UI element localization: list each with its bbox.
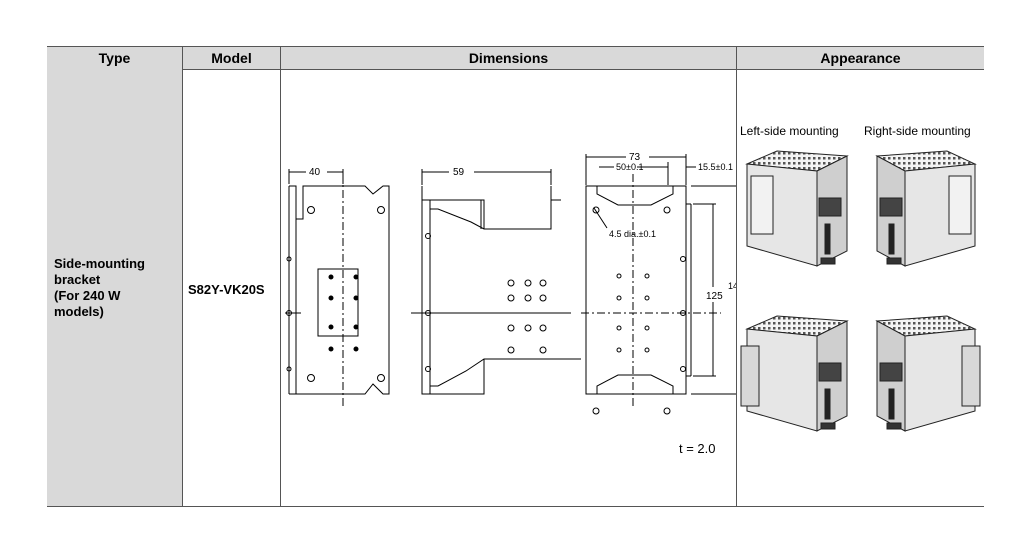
dim-label-40: 40 (309, 167, 321, 178)
appearance-label-right: Right-side mounting (864, 124, 971, 138)
type-value: Side-mounting bracket (For 240 W models) (54, 256, 145, 319)
header-appearance: Appearance (737, 46, 984, 70)
column-divider (182, 46, 183, 507)
appearance-label-left: Left-side mounting (740, 124, 839, 138)
dimensions-drawing: 40 59 73 50±0.1 15.5±0.1 4.5 dia.±0.1 12… (281, 69, 777, 506)
psu-left-mount-image (740, 315, 849, 432)
header-model: Model (183, 46, 280, 70)
psu-right-mount-image (875, 315, 981, 432)
column-divider (736, 46, 737, 507)
bracket-side-view-left (285, 174, 390, 409)
dim-label-50: 50±0.1 (616, 162, 643, 172)
bracket-back-view (581, 174, 721, 409)
dim-label-59: 59 (453, 167, 465, 178)
psu-right-mount-image (875, 150, 977, 267)
psu-left-mount-image (745, 150, 849, 267)
bracket-front-view (411, 186, 581, 395)
column-divider (280, 46, 281, 507)
appearance-images (740, 150, 981, 432)
type-cell (47, 69, 182, 506)
header-type: Type (47, 46, 182, 70)
dim-label-15-5: 15.5±0.1 (698, 162, 733, 172)
table-bottom-rule (47, 506, 984, 507)
thickness-label: t = 2.0 (679, 441, 716, 456)
dim-label-125: 125 (706, 291, 723, 302)
dim-label-73: 73 (629, 152, 641, 163)
header-dimensions: Dimensions (281, 46, 736, 70)
dim-label-hole-dia: 4.5 dia.±0.1 (609, 229, 656, 239)
model-value: S82Y-VK20S (188, 282, 265, 297)
spec-table: Type Model Dimensions Appearance Side-mo… (47, 46, 984, 507)
dim-label-140: 140±0.1 (728, 281, 736, 291)
